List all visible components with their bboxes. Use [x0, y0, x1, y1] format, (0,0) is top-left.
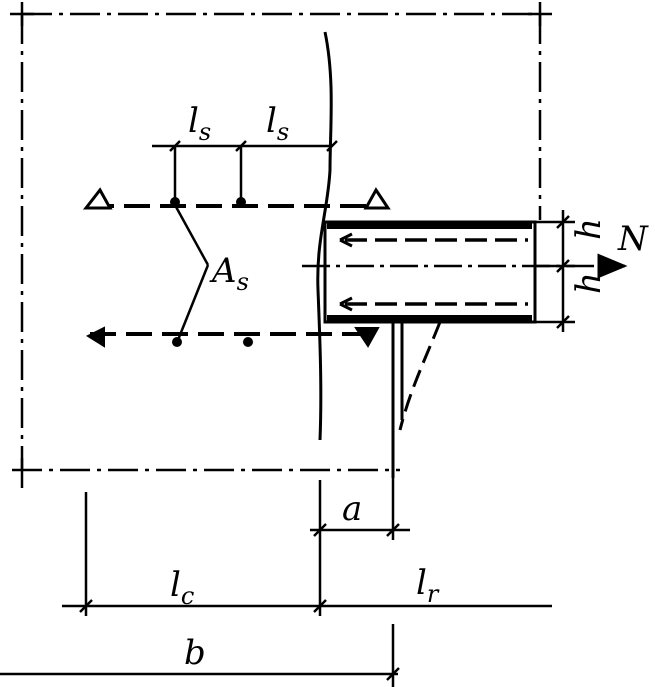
- bottom-rebar: [85, 326, 380, 348]
- lc-label: lc: [170, 565, 194, 610]
- boundary-ticks: [10, 2, 552, 488]
- lr-label: lr: [416, 563, 440, 608]
- a-dimension: [310, 478, 410, 540]
- top-rebar: [82, 187, 391, 210]
- a-label: a: [342, 489, 362, 529]
- as-leader: [173, 204, 210, 341]
- as-label: As: [209, 251, 249, 296]
- stiffener-rib: [391, 321, 442, 478]
- h-top-label: h: [569, 218, 609, 240]
- block-boundary: [12, 12, 542, 472]
- b-dimension: [0, 624, 400, 687]
- force-n-label: N: [617, 219, 649, 259]
- ls-left-label: ls: [188, 101, 211, 146]
- break-line: [316, 31, 333, 441]
- h-dimension: [535, 210, 575, 332]
- b-label: b: [184, 633, 206, 673]
- spacing-dimension: [152, 140, 338, 200]
- h-bottom-label: h: [569, 272, 609, 294]
- lc-lr-dimension: [62, 492, 552, 616]
- steel-plate: [323, 220, 537, 324]
- ls-right-label: ls: [266, 101, 289, 146]
